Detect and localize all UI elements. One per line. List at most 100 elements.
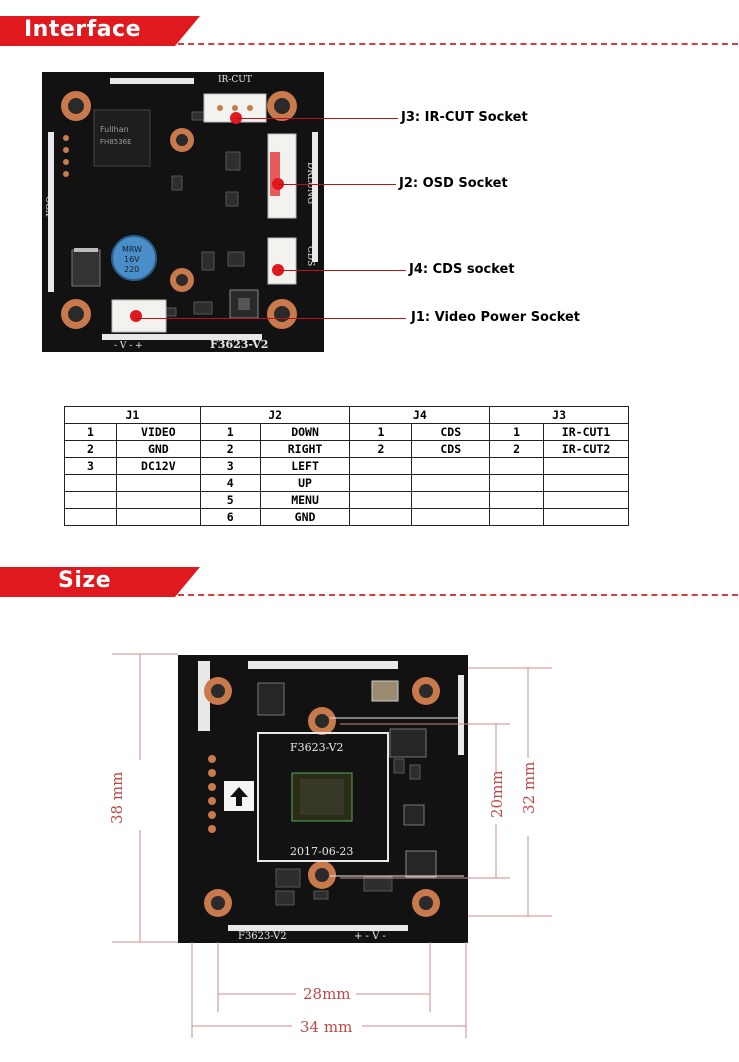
up-arrow-icon: [224, 781, 254, 811]
sensor-label: F3623-V2: [290, 741, 344, 754]
table-cell: [489, 474, 545, 492]
interface-banner: Interface: [0, 16, 739, 46]
mounting-holes: [204, 677, 440, 917]
dimension-lines: [112, 653, 552, 1038]
dim-width-inner: 28mm: [303, 985, 351, 1003]
dim-height-side: 32 mm: [520, 761, 538, 814]
table-cell: [543, 457, 629, 475]
banner-tab-shape: [0, 567, 200, 597]
table-cell: [349, 491, 413, 509]
table-cell: [349, 508, 413, 526]
table-cell: RIGHT: [259, 440, 351, 458]
table-cell: 3: [199, 457, 261, 475]
fullhan-chip: [93, 109, 151, 167]
banner-divider: [178, 594, 738, 596]
bottom-model-label: F3623-V2: [238, 931, 287, 942]
table-cell: 4: [199, 474, 261, 492]
table-cell: 2: [349, 440, 413, 458]
j1-callout-line: [136, 318, 406, 319]
table-cell: 1: [489, 423, 545, 441]
j4-cds-connector: [267, 237, 297, 285]
table-cell: DOWN: [259, 423, 351, 441]
table-cell: 6: [199, 508, 261, 526]
chip-model: FH8536E: [100, 138, 132, 146]
svg-text:16V: 16V: [124, 255, 140, 264]
size-title: Size: [58, 568, 112, 593]
dim-height-total: 38 mm: [108, 771, 126, 824]
silk-side: CGX: [43, 196, 53, 217]
table-cell: MENU: [259, 491, 351, 509]
table-cell: [64, 491, 117, 509]
silk-ircut: IR-CUT: [218, 75, 252, 85]
table-cell: IR-CUT1: [543, 423, 629, 441]
sensor-outline: [257, 732, 389, 862]
table-cell: [349, 474, 413, 492]
table-cell: 1: [64, 423, 117, 441]
table-cell: VIDEO: [115, 423, 201, 441]
table-cell: [64, 474, 117, 492]
silk-power: - V - +: [114, 341, 143, 351]
j1-label: J1: Video Power Socket: [411, 310, 581, 325]
table-cell: [115, 474, 201, 492]
table-cell: 2: [64, 440, 117, 458]
table-cell: CDS: [411, 423, 491, 441]
table-cell: [115, 508, 201, 526]
table-cell: DC12V: [115, 457, 201, 475]
table-cell: [349, 457, 413, 475]
table-cell: UP: [259, 474, 351, 492]
interface-title: Interface: [24, 17, 142, 42]
dim-width-total: 34 mm: [300, 1018, 353, 1036]
table-cell: [411, 508, 491, 526]
table-cell: 1: [349, 423, 413, 441]
chip-brand: Fullhan: [100, 125, 129, 134]
header-j3: J3: [489, 406, 629, 424]
pcb-sensor-photo: F3623-V2 2017-06-23 F3623-V2 + - V -: [178, 655, 468, 943]
svg-text:220: 220: [124, 265, 139, 274]
header-j2: J2: [199, 406, 351, 424]
pcb-top-photo: Fullhan FH8536E MRW 16V 220 IR-CUT DRLUN…: [42, 72, 324, 352]
table-cell: [115, 491, 201, 509]
j3-label: J3: IR-CUT Socket: [401, 110, 528, 125]
table-cell: [411, 474, 491, 492]
table-cell: 3: [64, 457, 117, 475]
j3-callout-line: [236, 118, 398, 119]
header-j1: J1: [64, 406, 201, 424]
date-label: 2017-06-23: [290, 845, 353, 858]
capacitor: [111, 235, 157, 281]
j2-label: J2: OSD Socket: [399, 176, 508, 191]
table-cell: [543, 474, 629, 492]
silk-cds: CDS: [305, 246, 315, 266]
table-cell: 2: [199, 440, 261, 458]
j2-callout-line: [278, 184, 396, 185]
table-cell: GND: [259, 508, 351, 526]
banner-tab-shape: [0, 16, 200, 46]
power-label: + - V -: [354, 931, 386, 942]
silk-model: F3623-V2: [210, 338, 268, 351]
table-cell: [543, 491, 629, 509]
table-cell: 1: [199, 423, 261, 441]
table-cell: CDS: [411, 440, 491, 458]
table-cell: LEFT: [259, 457, 351, 475]
dim-height-inner: 20mm: [488, 770, 506, 818]
table-cell: [411, 491, 491, 509]
header-j4: J4: [349, 406, 491, 424]
table-cell: 5: [199, 491, 261, 509]
silk-drlung: DRLUNG: [305, 162, 315, 204]
j4-label: J4: CDS socket: [409, 262, 515, 277]
table-cell: [543, 508, 629, 526]
banner-divider: [178, 43, 738, 45]
table-cell: [64, 508, 117, 526]
table-cell: [411, 457, 491, 475]
j2-osd-connector: [267, 133, 297, 219]
table-header-row: J1 J2 J4 J3: [64, 406, 629, 424]
svg-text:MRW: MRW: [122, 245, 142, 254]
j4-callout-line: [278, 270, 406, 271]
table-cell: 2: [489, 440, 545, 458]
